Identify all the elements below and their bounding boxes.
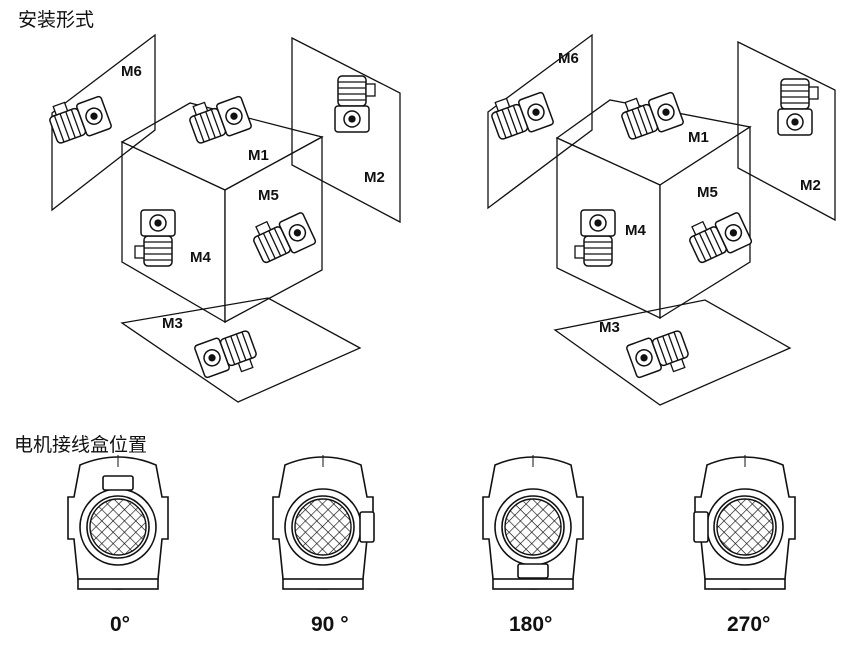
left-label-m2: M2 [364,169,385,186]
angle-label-180: 180° [509,613,553,636]
angle-label-90: 90 ° [311,613,349,636]
fan-cover-grille [716,498,774,556]
left-label-m1: M1 [248,147,269,164]
right-label-m2: M2 [800,177,821,194]
fan-cover-grille [504,498,562,556]
right-label-m3: M3 [599,319,620,336]
angle-label-270: 270° [727,613,771,636]
terminal-box-0 [67,455,169,590]
gearbox-foot [492,578,574,590]
left-label-m5: M5 [258,187,279,204]
right-motor-m2 [777,78,819,136]
fan-cover-grille [89,498,147,556]
gearbox-foot [77,578,159,590]
angle-label-0: 0° [110,613,131,636]
right-label-m4: M4 [625,222,646,239]
terminal-box [517,563,549,579]
right-motor-m3 [625,326,694,385]
right-label-m6: M6 [558,50,579,67]
left-label-m3: M3 [162,315,183,332]
terminal-box-270 [693,455,796,590]
terminal-box-90 [272,455,375,590]
right-label-m1: M1 [688,129,709,146]
right-motor-m6 [486,85,555,144]
left-motor-m3 [193,326,262,385]
terminal-box-180 [482,455,584,590]
right-label-m5: M5 [697,184,718,201]
gearbox-foot [704,578,786,590]
left-label-m6: M6 [121,63,142,80]
terminal-box [359,511,375,543]
right-mounting-diagram [486,33,836,406]
terminal-box [693,511,709,543]
left-motor-m6 [44,89,113,148]
terminal-box-positions-title: 电机接线盒位置 [14,434,148,456]
terminal-box [102,475,134,491]
left-label-m4: M4 [190,249,211,266]
fan-cover-grille [294,498,352,556]
mounting-positions-title: 安装形式 [18,9,95,31]
left-mounting-diagram [44,33,401,403]
left-motor-m2 [334,75,376,133]
gearbox-foot [282,578,364,590]
